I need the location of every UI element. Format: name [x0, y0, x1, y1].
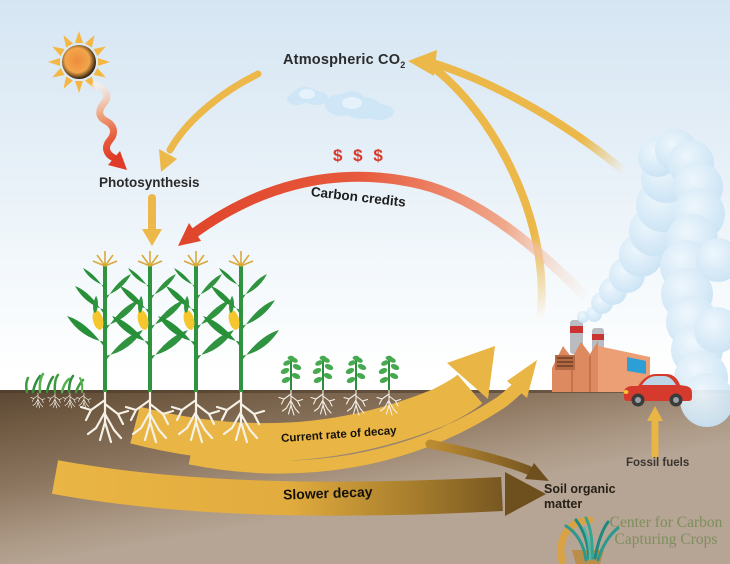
- factory-icon: [552, 320, 650, 392]
- photosynthesis-to-crops-arrow-icon: [142, 194, 162, 246]
- slower-decay-arrow-icon: [51, 439, 549, 516]
- photosynthesis-label: Photosynthesis: [99, 175, 200, 190]
- logo-text: Center for Carbon Capturing Crops: [602, 514, 730, 548]
- car-icon: [623, 374, 692, 407]
- grass-tuft-icon: [24, 372, 85, 394]
- smoke-plume: [577, 129, 730, 427]
- atmospheric-co2-label: Atmospheric CO2: [283, 52, 406, 70]
- fossil-fuels-arrow-icon: [647, 406, 663, 459]
- co2-to-photosynthesis-arrow-icon: [159, 70, 262, 172]
- sunlight-arrow-icon: [91, 81, 127, 170]
- corn-plant-icon: [65, 249, 281, 394]
- logo-line1: Center for Carbon: [609, 514, 723, 531]
- slower-decay-label: Slower decay: [282, 483, 373, 503]
- carbon-credits-arrow-icon: [178, 171, 588, 299]
- logo-line2: Capturing Crops: [614, 531, 718, 549]
- soybean-plant-icon: [278, 354, 402, 391]
- sun-icon: [48, 31, 110, 93]
- emissions-to-co2-arrow-icon: [408, 50, 628, 324]
- co2-subscript: 2: [400, 59, 406, 70]
- dollar-signs-label: $ $ $: [333, 146, 386, 165]
- cloud-icon: [287, 87, 394, 120]
- current-decay-arrow-icon: [130, 346, 537, 474]
- fossil-fuels-label: Fossil fuels: [626, 457, 690, 469]
- soil-organic-matter-label: Soil organic matter: [544, 482, 616, 511]
- logo-grass-icon: [557, 516, 620, 564]
